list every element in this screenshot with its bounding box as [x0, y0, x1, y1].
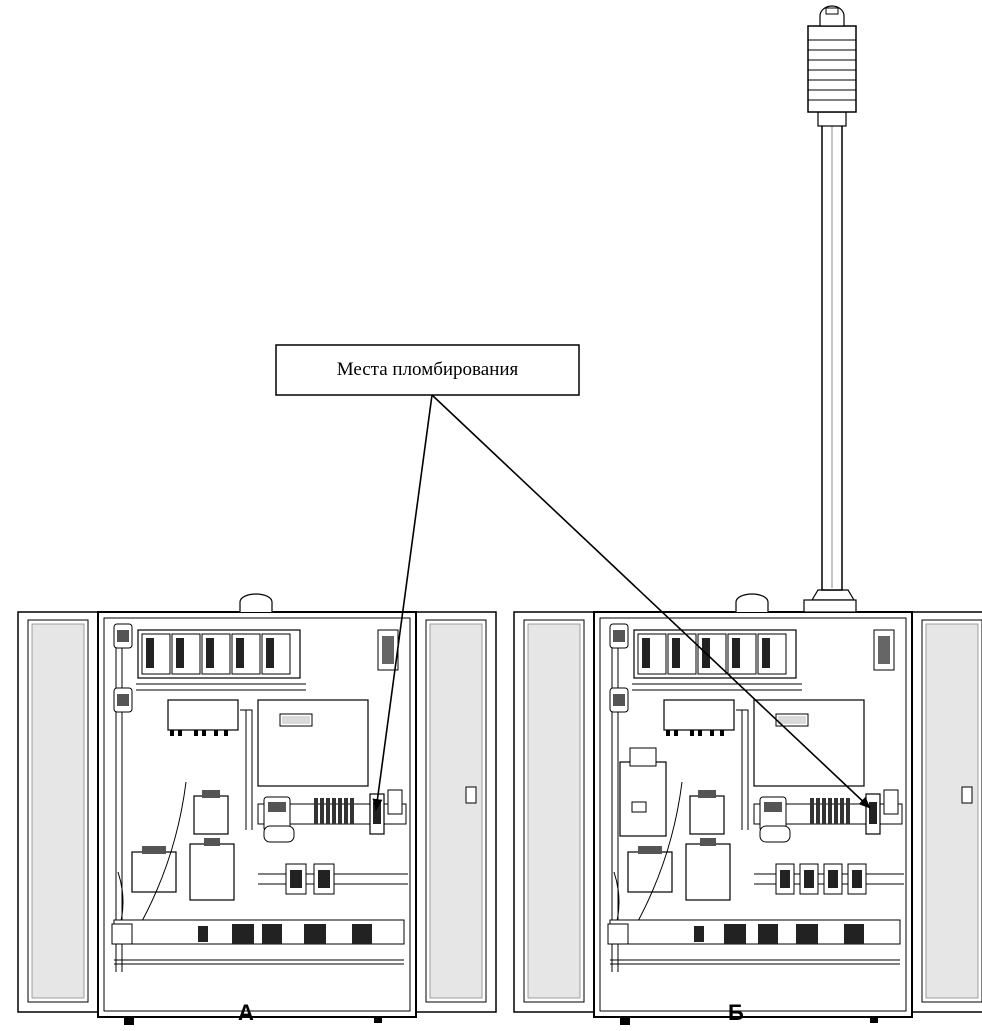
sampler-unit	[619, 747, 667, 837]
panel-b-label: Б	[728, 1000, 744, 1025]
weather-sensor-mast	[803, 5, 857, 613]
panel-a-label: А	[238, 1000, 254, 1025]
callout-box	[275, 344, 580, 396]
breaker-group	[285, 863, 335, 895]
leader-arrow-a	[372, 394, 433, 811]
terminal-group	[198, 924, 372, 944]
panel-b-cabinet	[513, 593, 982, 1026]
terminal-group	[694, 924, 864, 944]
breaker-group	[775, 863, 867, 895]
callout-label: Места пломбирования	[336, 359, 519, 380]
panel-a-cabinet	[17, 593, 497, 1026]
leader-arrow-b	[431, 394, 871, 809]
